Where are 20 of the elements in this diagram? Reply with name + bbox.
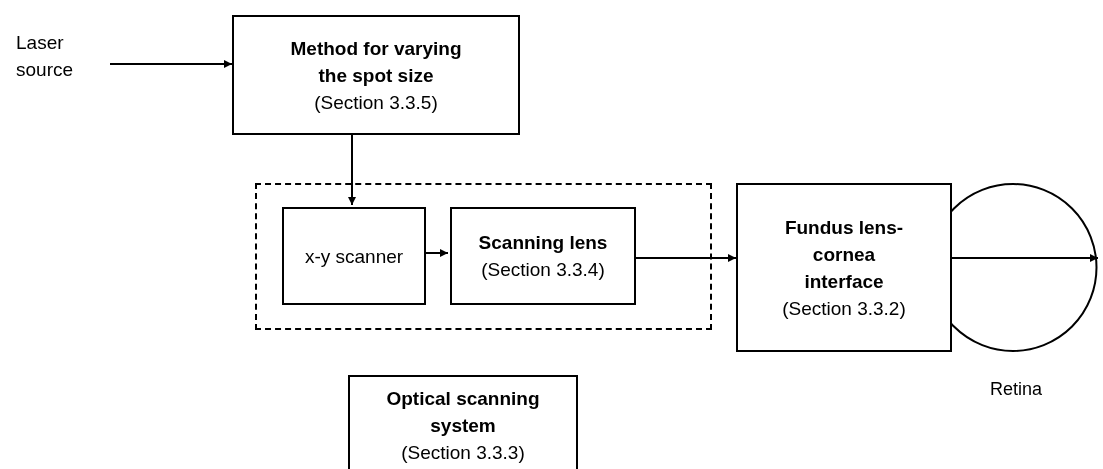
arrow	[348, 134, 356, 206]
process-box	[232, 15, 520, 135]
box-title: Scanning lens	[478, 231, 608, 255]
section-reference: (Section 3.3.3)	[401, 441, 525, 465]
box-label: x-y scanner	[304, 244, 404, 269]
process-box	[736, 183, 952, 352]
arrow	[109, 60, 233, 68]
box-title: Optical scanning system	[385, 387, 541, 438]
dashed-group-box	[255, 183, 712, 330]
box-title: Fundus lens-cornea interface	[783, 215, 905, 294]
box-title: Method for varying the spot size	[289, 36, 463, 88]
section-reference: (Section 3.3.5)	[314, 90, 438, 115]
section-reference: (Section 3.3.4)	[481, 258, 605, 282]
arrow	[951, 254, 1099, 262]
section-reference: (Section 3.3.2)	[782, 296, 906, 321]
retina-label: Retina	[990, 378, 1043, 400]
process-box	[450, 207, 636, 305]
source-label: Laser source	[10, 28, 110, 84]
process-box	[348, 375, 578, 469]
process-box	[282, 207, 426, 305]
